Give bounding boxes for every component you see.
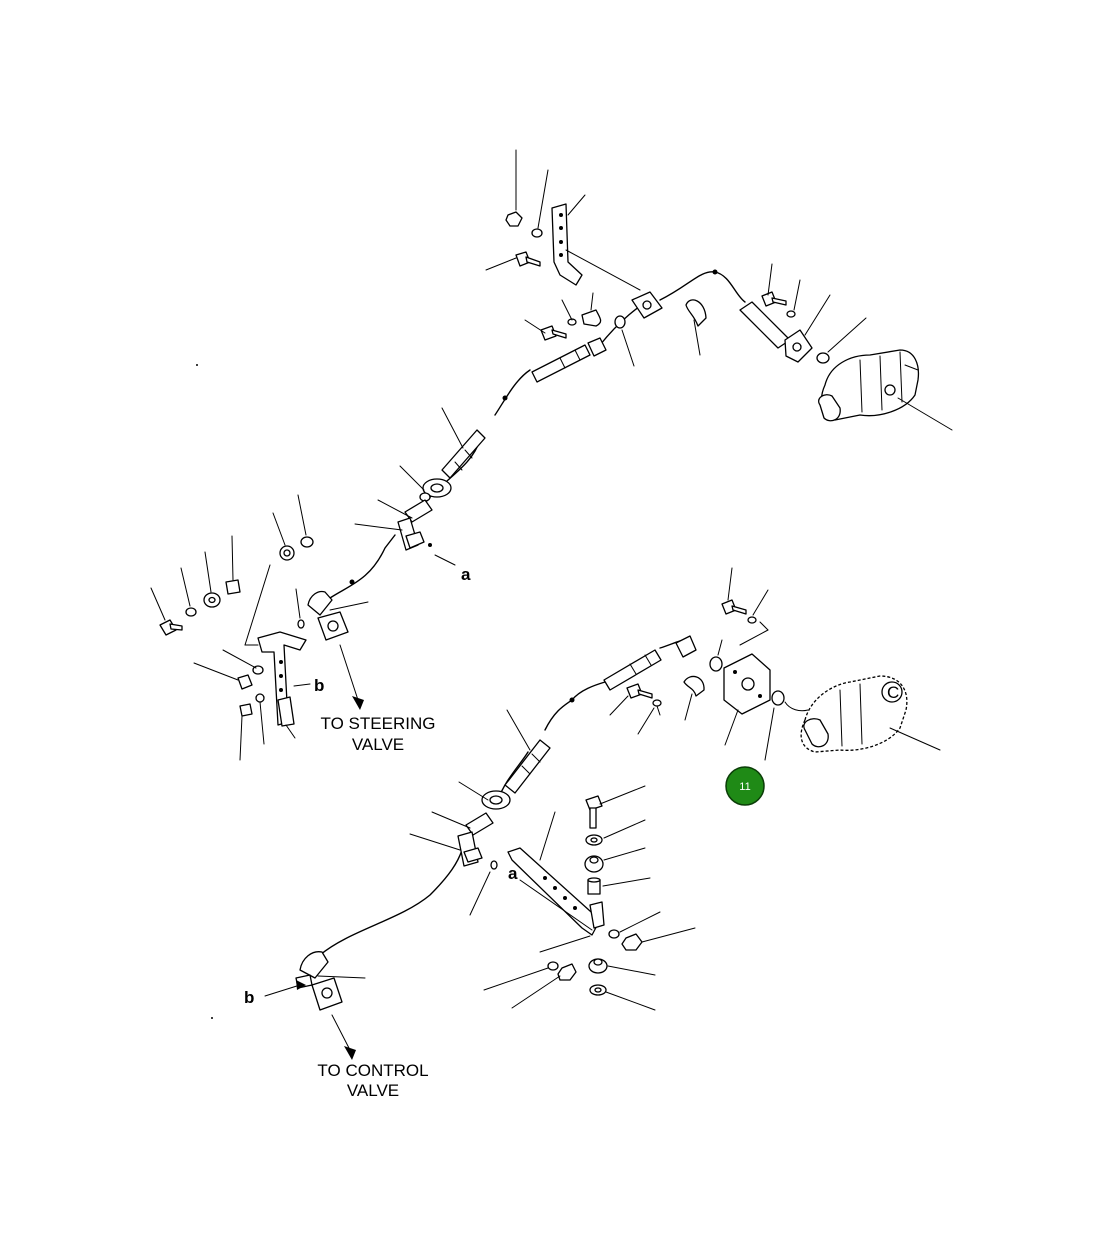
callout-11-hotspot[interactable]: 11: [725, 766, 765, 806]
ref-letter-b-bottom: b: [244, 988, 254, 1007]
lower-bracket: [507, 847, 605, 936]
ref-letter-a-bottom: a: [508, 864, 518, 883]
upper-elbow-fitting: [397, 499, 433, 551]
lower-elbow-fitting: [457, 812, 494, 867]
lower-pump: [800, 675, 908, 753]
lower-bolt-1: [626, 683, 653, 699]
lower-flange-block: [723, 653, 771, 715]
small-clamp: [581, 309, 602, 327]
upper-clamp: [685, 299, 707, 327]
lower-hardware-stack: [547, 795, 643, 996]
lower-hose-sleeve-1: [504, 739, 551, 794]
lower-leader-lines: [317, 567, 941, 1060]
left-hardware: [159, 536, 314, 727]
upper-hose-sleeve-1: [441, 429, 486, 479]
ref-letter-a-top: a: [461, 565, 471, 584]
top-bracket: [551, 203, 641, 291]
lower-flange: [481, 790, 511, 810]
lower-clamp: [683, 675, 705, 697]
control-outlet-elbow: [295, 951, 343, 1011]
upper-o-ring-2: [614, 315, 626, 329]
top-washer: [531, 228, 543, 238]
control-valve-label-line2: VALVE: [347, 1081, 399, 1100]
steering-valve-label-line1: TO STEERING: [321, 714, 436, 733]
lower-hose-assembly: [264, 599, 908, 1011]
steering-valve-label-line2: VALVE: [352, 735, 404, 754]
upper-pump-bolt: [761, 291, 787, 307]
top-nut: [505, 211, 523, 227]
lower-hose-sleeve-2: [603, 649, 662, 691]
ref-letter-c: C: [887, 683, 899, 702]
upper-flange-block: [631, 291, 663, 319]
upper-bolt-2: [540, 325, 567, 341]
steering-outlet-elbow: [307, 590, 349, 641]
upper-pump: [818, 349, 920, 422]
pump-hose: [739, 301, 791, 349]
lower-o-ring-2: [771, 690, 785, 706]
control-valve-label-line1: TO CONTROL: [317, 1061, 428, 1080]
upper-hose-assembly: [307, 203, 920, 641]
lower-bolt-2: [721, 599, 747, 615]
pump-o-ring-upper: [816, 352, 830, 364]
ref-letter-b-top: b: [314, 676, 324, 695]
lower-o-ring-1: [709, 656, 723, 672]
left-bracket-assembly: [244, 564, 307, 726]
top-bolt: [515, 251, 541, 267]
upper-flange: [422, 478, 452, 498]
callout-11-number: 11: [739, 781, 750, 793]
upper-hose-sleeve-2: [531, 344, 591, 383]
upper-leader-lines: [150, 149, 953, 761]
